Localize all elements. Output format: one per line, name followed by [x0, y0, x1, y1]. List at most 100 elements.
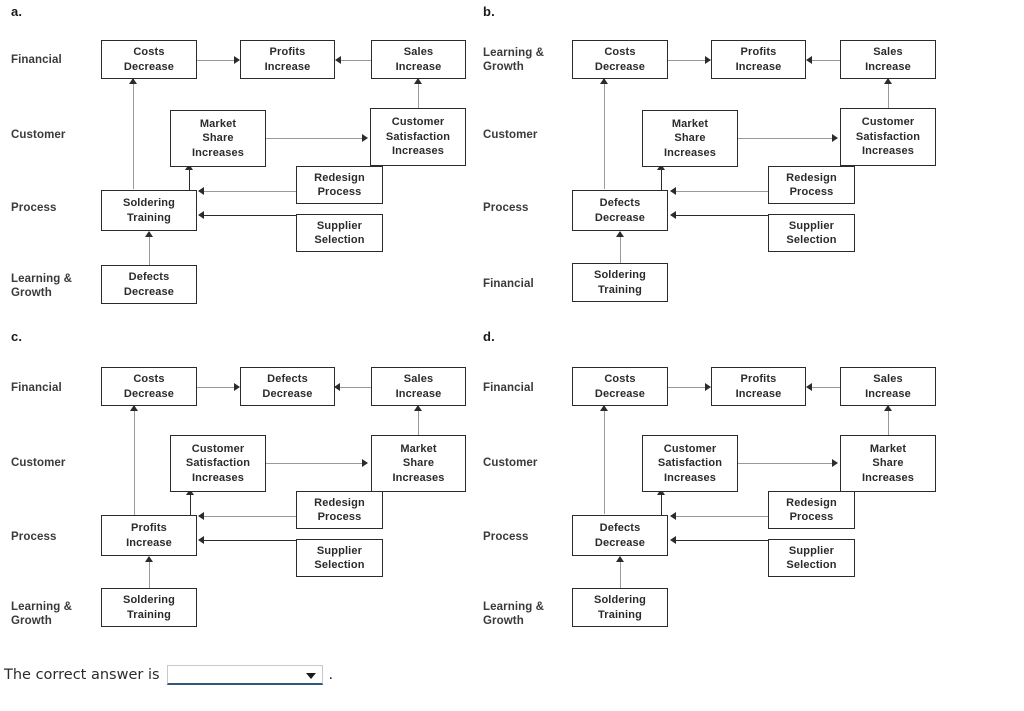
conn-bottom-to-process	[149, 557, 150, 589]
row-label-financial: Financial	[483, 278, 534, 290]
panel-letter-b: b.	[483, 4, 495, 19]
row-label-process: Process	[483, 531, 529, 543]
arrow-market-to-sales	[884, 405, 892, 411]
answer-dropdown[interactable]	[166, 665, 323, 685]
panel-letter-d: d.	[483, 329, 495, 344]
panel-b: b. Learning &Growth Customer Process Fin…	[472, 0, 972, 320]
arrow-redesign-to-process	[670, 187, 676, 195]
panel-d: d. Financial Customer Process Learning &…	[472, 325, 972, 645]
arrow-process-to-costs	[600, 78, 608, 84]
row-label-learning-growth: Learning &Growth	[483, 47, 545, 73]
row-label-process: Process	[483, 202, 529, 214]
arrow-process-to-costs	[600, 405, 608, 411]
row-label-customer: Customer	[11, 129, 66, 141]
arrow-supplier-to-process	[198, 211, 204, 219]
conn-process-to-costs	[604, 79, 605, 189]
conn-sales-to-profits	[812, 387, 841, 388]
conn-bottom-to-process	[620, 232, 621, 264]
conn-supplier-to-process	[676, 540, 768, 541]
panel-letter-a: a.	[11, 4, 23, 19]
arrow-custsat-to-sales	[884, 78, 892, 84]
arrow-redesign-to-process	[198, 512, 204, 520]
arrow-process-to-costs	[129, 78, 137, 84]
panel-a: a. Financial Customer Process Learning &…	[0, 0, 500, 320]
conn-process-to-custsat	[661, 490, 662, 516]
conn-process-to-market	[661, 165, 662, 191]
arrow-bottom-to-process	[145, 556, 153, 562]
arrow-bottom-to-process	[145, 231, 153, 237]
conn-market-to-sales	[888, 406, 889, 436]
arrow-process-to-market	[185, 164, 193, 170]
arrow-costs-to-profits	[234, 56, 240, 64]
arrow-process-to-market	[657, 164, 665, 170]
conn-process-to-market	[189, 165, 190, 191]
conn-market-to-custsat	[738, 138, 832, 139]
arrow-market-to-sales	[414, 405, 422, 411]
arrow-process-to-custsat	[657, 489, 665, 495]
row-label-financial: Financial	[11, 54, 62, 66]
conn-redesign-to-process	[676, 191, 768, 192]
arrow-custsat-to-market	[832, 459, 838, 467]
row-label-financial: Financial	[483, 382, 534, 394]
conn-custsat-to-market	[738, 463, 832, 464]
arrow-supplier-to-process	[198, 536, 204, 544]
conn-process-to-custsat	[190, 490, 191, 516]
conn-custsat-to-sales	[418, 79, 419, 109]
arrow-costs-to-profits	[705, 56, 711, 64]
arrow-supplier-to-process	[670, 211, 676, 219]
row-label-process: Process	[11, 202, 57, 214]
